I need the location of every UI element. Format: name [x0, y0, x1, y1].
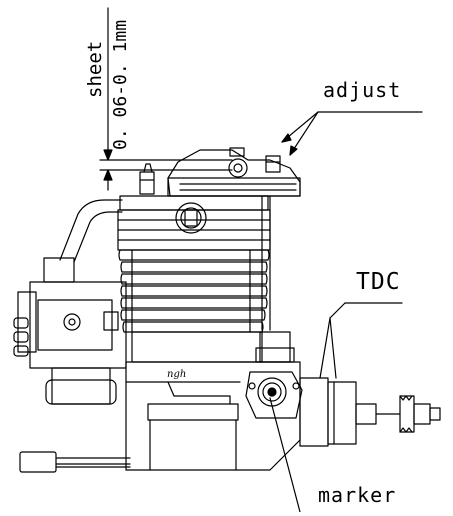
adjust-label: adjust — [323, 78, 402, 102]
cylinder-head — [117, 195, 271, 251]
sheet-label: sheet — [84, 40, 106, 98]
tdc-label: TDC — [356, 269, 401, 295]
prop-hub — [299, 377, 441, 447]
pushrod-tube — [261, 195, 271, 331]
adjust-leader — [281, 111, 423, 156]
front-housing — [245, 331, 303, 419]
marker-label: marker — [318, 483, 397, 507]
clearance-dimension — [99, 7, 233, 191]
carburetor — [13, 257, 127, 405]
clearance-value-label: 0. 06-0. 1mm — [110, 19, 131, 150]
ignition-lead — [19, 451, 131, 473]
brand-logo-text: ngh — [167, 369, 187, 380]
fuel-fitting — [139, 163, 155, 195]
tdc-leader — [319, 302, 403, 379]
cylinder-fins — [118, 249, 270, 333]
rocker-cover — [167, 147, 301, 197]
intake-pipe — [59, 199, 123, 263]
